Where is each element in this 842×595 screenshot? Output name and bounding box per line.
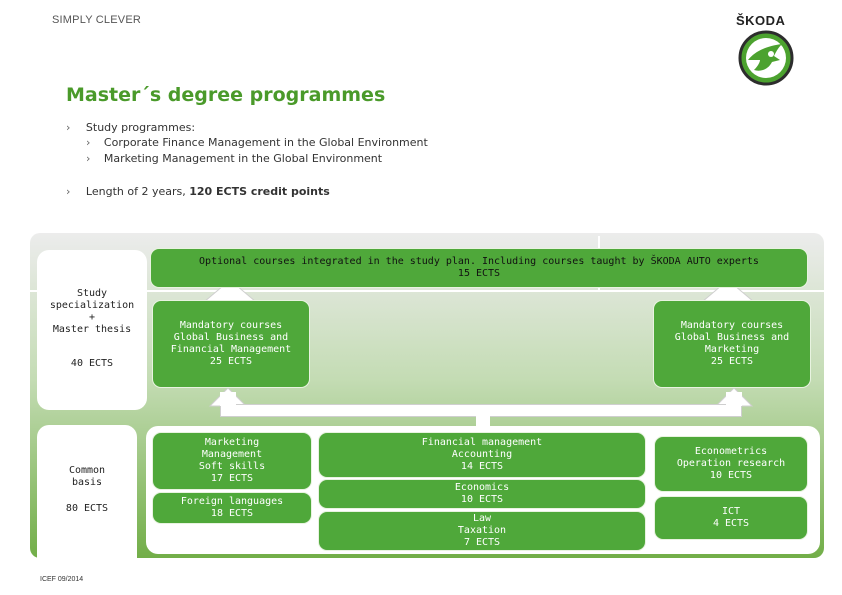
bullet-marker-icon: › <box>86 152 91 165</box>
course-line: Operation research <box>676 458 786 469</box>
bullet-study-programmes: › Study programmes: <box>66 121 195 134</box>
connector-stem <box>726 392 742 406</box>
brand-name: ŠKODA <box>736 13 786 28</box>
bullet-marker-icon: › <box>66 185 71 198</box>
connector-stem <box>476 414 490 428</box>
bullet-text: Study programmes: <box>85 121 196 134</box>
common-basis-line: basis <box>71 477 103 488</box>
skoda-logo-icon <box>738 30 794 86</box>
course-line: Taxation <box>457 525 507 536</box>
course-line: Soft skills <box>198 461 266 472</box>
divider-horizontal <box>30 290 824 292</box>
course-line: Financial management <box>421 437 543 448</box>
optional-courses-box: Optional courses integrated in the study… <box>150 248 808 288</box>
brand-tagline: SIMPLY CLEVER <box>52 14 142 26</box>
course-ects: 7 ECTS <box>463 537 501 548</box>
mandatory-finance-box: Mandatory courses Global Business and Fi… <box>152 300 310 388</box>
course-line: Global Business and <box>173 332 289 343</box>
specialization-line: specialization <box>49 300 135 311</box>
course-ects: 18 ECTS <box>210 508 254 519</box>
course-ects: 10 ECTS <box>460 494 504 505</box>
sub-bullet-marketing: › Marketing Management in the Global Env… <box>86 152 382 165</box>
econometrics-box: Econometrics Operation research 10 ECTS <box>654 436 808 492</box>
bullet-text: Length of 2 years, <box>85 185 190 198</box>
course-line: ICT <box>721 506 741 517</box>
economics-box: Economics 10 ECTS <box>318 479 646 509</box>
optional-courses-ects: 15 ECTS <box>457 268 501 279</box>
course-line: Financial Management <box>170 344 292 355</box>
mandatory-marketing-box: Mandatory courses Global Business and Ma… <box>653 300 811 388</box>
course-line: Accounting <box>451 449 513 460</box>
course-line: Law <box>472 513 492 524</box>
course-ects: 14 ECTS <box>460 461 504 472</box>
bullet-text: Corporate Finance Management in the Glob… <box>103 136 428 149</box>
optional-courses-label: Optional courses integrated in the study… <box>199 256 759 267</box>
specialization-ects: 40 ECTS <box>70 358 114 369</box>
footer-label: ICEF 09/2014 <box>40 576 84 583</box>
course-line: Economics <box>454 482 510 493</box>
bullet-marker-icon: › <box>66 121 71 134</box>
bullet-text: Marketing Management in the Global Envir… <box>103 152 383 165</box>
common-basis-line: Common <box>68 465 106 476</box>
specialization-line: Study <box>76 288 108 299</box>
study-specialization-box: Study specialization + Master thesis 40 … <box>37 250 147 410</box>
bullet-text-bold: 120 ECTS credit points <box>189 185 330 198</box>
connector-stem <box>220 392 236 406</box>
page-title: Master´s degree programmes <box>66 84 386 106</box>
marketing-management-box: Marketing Management Soft skills 17 ECTS <box>152 432 312 490</box>
course-line: Econometrics <box>694 446 768 457</box>
common-basis-ects: 80 ECTS <box>65 503 109 514</box>
course-ects: 17 ECTS <box>210 473 254 484</box>
course-line: Management <box>201 449 263 460</box>
foreign-languages-box: Foreign languages 18 ECTS <box>152 492 312 524</box>
course-ects: 4 ECTS <box>712 518 750 529</box>
course-ects: 10 ECTS <box>709 470 753 481</box>
course-line: Global Business and <box>674 332 790 343</box>
course-line: Mandatory courses <box>179 320 283 331</box>
course-line: Marketing <box>704 344 760 355</box>
course-line: Marketing <box>204 437 260 448</box>
ict-box: ICT 4 ECTS <box>654 496 808 540</box>
financial-management-box: Financial management Accounting 14 ECTS <box>318 432 646 478</box>
specialization-line: Master thesis <box>52 324 132 335</box>
course-line: Foreign languages <box>180 496 284 507</box>
common-basis-box: Common basis 80 ECTS <box>37 425 137 590</box>
law-taxation-box: Law Taxation 7 ECTS <box>318 511 646 551</box>
bullet-length: › Length of 2 years, 120 ECTS credit poi… <box>66 185 330 198</box>
sub-bullet-finance: › Corporate Finance Management in the Gl… <box>86 136 428 149</box>
course-ects: 25 ECTS <box>710 356 754 367</box>
specialization-line: + <box>88 312 96 323</box>
bullet-marker-icon: › <box>86 136 91 149</box>
course-line: Mandatory courses <box>680 320 784 331</box>
course-ects: 25 ECTS <box>209 356 253 367</box>
